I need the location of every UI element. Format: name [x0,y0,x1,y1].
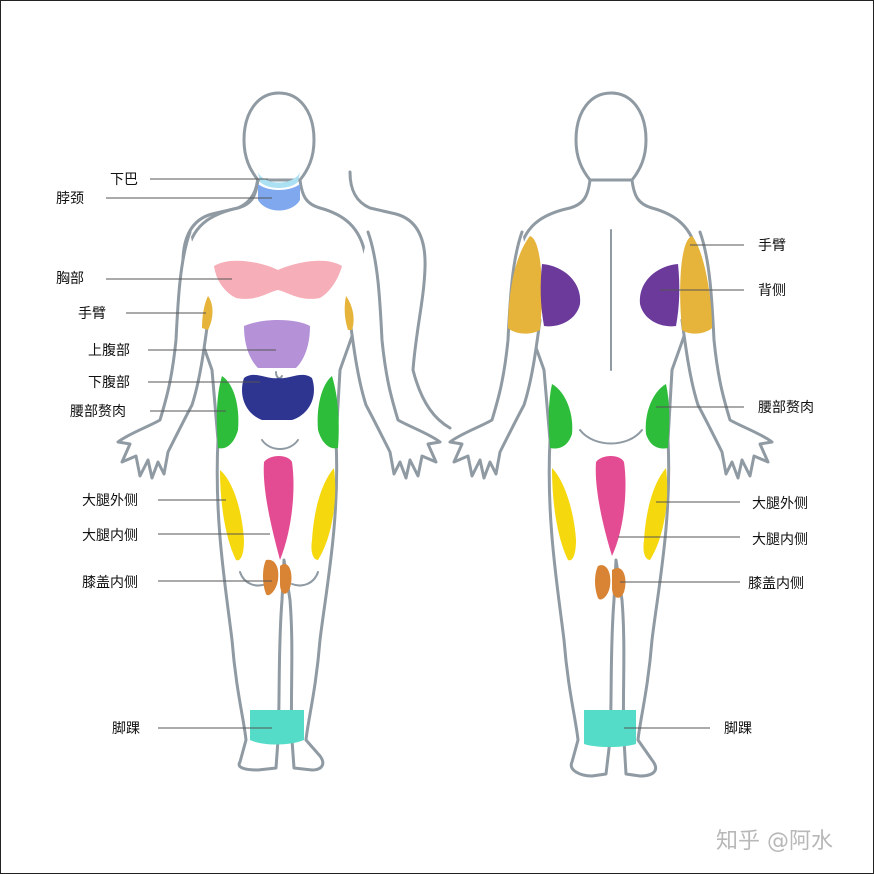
front-right-arm-zone [344,296,354,330]
front-label-chin: 下巴 [110,172,138,188]
back-figure [448,91,774,778]
front-label-upper-abdomen: 上腹部 [88,342,130,359]
front-upper-abdomen-zone [244,320,310,368]
front-label-arm: 手臂 [78,306,106,322]
front-left-arm-zone [202,296,213,330]
front-figure [116,91,452,772]
front-labels: 下巴 脖颈 胸部 手臂 上腹部 下腹部 腰部赘肉 大腿外侧 大腿内侧 膝盖内侧 … [56,172,140,737]
front-groin-detail [261,439,299,450]
front-right-outer-thigh-zone [311,468,336,560]
front-navel-detail [275,371,283,380]
front-lower-abdomen-zone [242,374,314,420]
front-label-ankle: 脚踝 [112,721,140,737]
back-label-flank: 腰部赘肉 [758,399,814,416]
front-head [242,91,316,182]
front-label-inner-thigh: 大腿内侧 [82,528,138,544]
back-inner-thigh-zone [595,456,626,556]
front-left-outer-thigh-zone [220,470,244,561]
front-right-flank-zone [317,376,339,449]
back-left-back-zone [540,264,581,327]
back-buttock-detail [579,429,643,445]
front-label-lower-abdomen: 下腹部 [88,374,130,391]
front-label-outer-thigh: 大腿外侧 [82,493,138,509]
back-label-back: 背侧 [758,283,786,299]
front-inner-knee-zone [263,559,292,596]
front-label-chest: 胸部 [56,271,84,287]
front-inner-thigh-zone [263,456,294,560]
back-right-flank-zone [645,384,670,449]
back-label-outer-thigh: 大腿外侧 [752,496,808,512]
front-knee-right-detail [291,571,319,587]
leader-lines [106,178,744,729]
back-ankle-zone [584,710,636,747]
front-label-neck: 脖颈 [56,191,84,207]
front-knee-left-detail [239,571,267,587]
front-label-inner-knee: 膝盖内侧 [82,575,138,591]
front-chin-zone [258,172,300,188]
front-right-arm [348,230,442,480]
back-label-ankle: 脚踝 [724,721,752,737]
watermark: 知乎 @阿水 [716,829,833,854]
front-left-arm [116,230,210,480]
back-head [574,91,648,182]
back-left-outer-thigh-zone [552,468,576,561]
front-chest-zone [214,260,342,299]
back-label-arm: 手臂 [758,238,786,254]
back-labels: 手臂 背侧 腰部赘肉 大腿外侧 大腿内侧 膝盖内侧 脚踝 [724,238,814,737]
front-neck-zone [258,184,300,211]
back-inner-knee-zone [595,565,626,600]
back-right-arm-zone [680,236,712,334]
back-left-arm-zone [508,236,542,334]
front-label-flank: 腰部赘肉 [70,403,126,420]
front-ankle-zone [250,710,304,745]
back-left-flank-zone [548,384,573,449]
back-right-back-zone [639,264,680,327]
front-left-flank-zone [216,376,239,449]
back-label-inner-thigh: 大腿内侧 [752,532,808,548]
back-label-inner-knee: 膝盖内侧 [748,576,804,592]
